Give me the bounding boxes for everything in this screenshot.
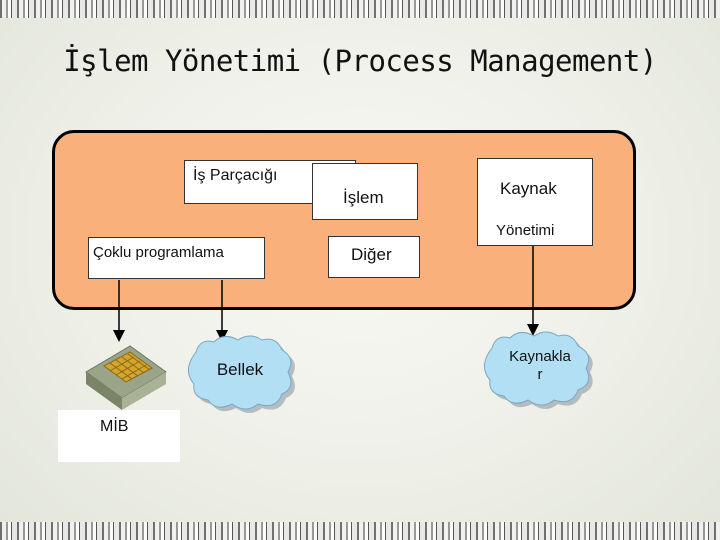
resources-label-line1: Kaynakla — [509, 348, 571, 365]
resources-label-line2: r — [537, 366, 543, 383]
other-box: Diğer — [328, 236, 420, 278]
bottom-decorative-stripe — [0, 522, 720, 540]
resources-label: Kaynakla r — [496, 348, 584, 384]
process-box: İşlem — [312, 163, 418, 220]
memory-bubble — [188, 335, 295, 413]
resource-management-box: Kaynak Yönetimi — [477, 158, 593, 246]
top-decorative-stripe — [0, 0, 720, 18]
memory-label: Bellek — [216, 360, 264, 379]
resources-bubble — [484, 331, 593, 409]
cpu-label-box: MİB — [58, 410, 180, 462]
multiprogramming-box: Çoklu programlama — [88, 237, 265, 279]
slide-title: İşlem Yönetimi (Process Management) — [63, 44, 657, 78]
resource-management-label-line1: Kaynak — [500, 179, 557, 198]
resource-management-label-line2: Yönetimi — [496, 222, 555, 239]
cpu-chip-icon — [85, 345, 167, 410]
